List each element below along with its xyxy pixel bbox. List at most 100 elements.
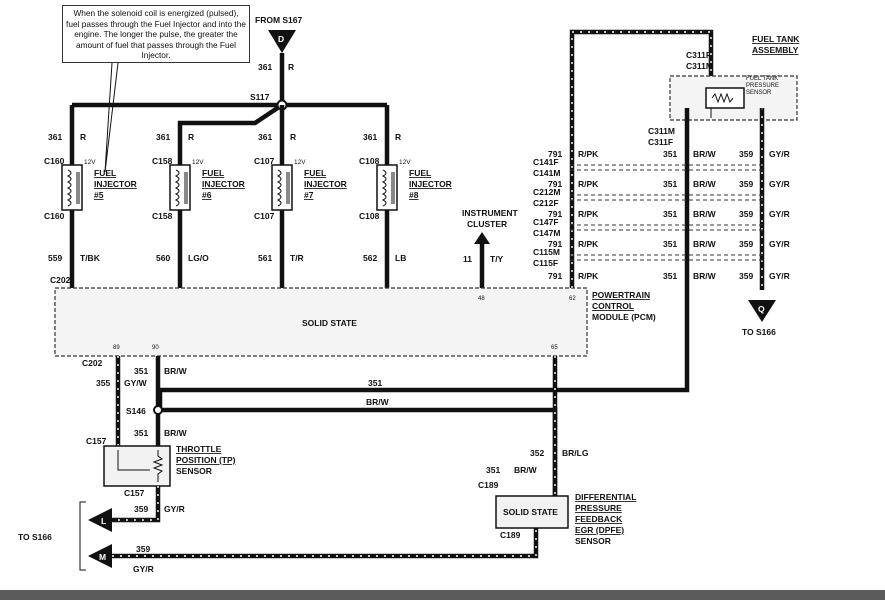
injector-7-line2: INJECTOR (304, 179, 347, 189)
injector-5-out-num: 559 (48, 253, 62, 263)
tp-line2: POSITION (TP) (176, 455, 236, 465)
tank-title2: ASSEMBLY (752, 45, 799, 55)
injector-6-out-num: 560 (156, 253, 170, 263)
injector-6-in-color: R (188, 132, 194, 142)
instrument-line1: INSTRUMENT (462, 208, 519, 218)
injector-8-line2: INJECTOR (409, 179, 452, 189)
injector-5-out-color: T/BK (80, 253, 101, 263)
tank-resistor-icon (711, 92, 734, 104)
injector-5-coil-icon (66, 169, 72, 207)
injector-6-voltage: 12V (192, 159, 204, 166)
injector-8-line3: #8 (409, 190, 419, 200)
injector-8-coil-icon (381, 169, 387, 207)
connector-d-letter: D (278, 34, 284, 44)
injector-5-line2: INJECTOR (94, 179, 137, 189)
tank-row-4-w3: 359 (739, 271, 753, 281)
tank-row-2-c-bot: C147M (533, 228, 560, 238)
injector-7-coil-icon (276, 169, 282, 207)
dpfe-body-label: SOLID STATE (503, 507, 558, 517)
wire-351b-color: BR/W (164, 428, 188, 438)
injector-8-out-num: 562 (363, 253, 377, 263)
tank-row-3-w3: 359 (739, 239, 753, 249)
injector-8-in-color: R (395, 132, 401, 142)
tank-row-2-c2: BR/W (693, 209, 717, 219)
dpfe-c189-bot: C189 (500, 530, 521, 540)
injectors-group: C160C16012V361R559T/BK73FUELINJECTOR#5C1… (44, 105, 452, 302)
tank-row-2-w2: 351 (663, 209, 677, 219)
injector-7-conn-top: C107 (254, 156, 275, 166)
dpfe-c189-top: C189 (478, 480, 499, 490)
connector-l-triangle (88, 508, 112, 532)
injector-8-voltage: 12V (399, 159, 411, 166)
tank-row-4-c3: GY/R (769, 271, 790, 281)
injector-6-conn-bot: C158 (152, 211, 173, 221)
wire-to-inj6 (177, 103, 284, 165)
callout-note: When the solenoid coil is energized (pul… (62, 5, 250, 63)
dpfe-box (495, 495, 569, 529)
connector-q-letter: Q (758, 304, 765, 314)
wire-351b-num: 351 (134, 428, 148, 438)
pcm-connector-c202: C202 (50, 275, 71, 285)
injector-7-core-icon (286, 172, 290, 204)
wire-361-color: R (288, 62, 294, 72)
tank-row-3-w2: 351 (663, 239, 677, 249)
connector-m-triangle (88, 544, 112, 568)
wire-351a-num: 351 (134, 366, 148, 376)
tank-sensor-line2: PRESSURE (746, 83, 779, 89)
tank-c311m-bot: C311M (648, 126, 675, 136)
tank-row-2-c1: R/PK (578, 209, 599, 219)
tank-title1: FUEL TANK (752, 34, 800, 44)
tank-row-1-w2: 351 (663, 179, 677, 189)
injector-7-out-num: 561 (258, 253, 272, 263)
tank-row-3-c-top: C115M (533, 247, 560, 257)
tp-c157-bot: C157 (124, 488, 145, 498)
injector-5-line3: #5 (94, 190, 104, 200)
dpfe-line3: FEEDBACK (575, 514, 623, 524)
tank-row-1-w1: 791 (548, 179, 562, 189)
injector-5-core-icon (76, 172, 80, 204)
injector-5-line1: FUEL (94, 168, 116, 178)
tank-row-1-c-bot: C212F (533, 198, 559, 208)
tank-row-1-c2: BR/W (693, 179, 717, 189)
wire-355-num: 355 (96, 378, 110, 388)
tank-sensor-line3: SENSOR (746, 90, 772, 96)
instrument-arrow-icon (474, 232, 490, 244)
injector-6-conn-top: C158 (152, 156, 173, 166)
tank-row-0-c-bot: C141M (533, 168, 560, 178)
tank-row-0-w2: 351 (663, 149, 677, 159)
callout-pointer (104, 62, 119, 173)
injector-7-conn-bot: C107 (254, 211, 275, 221)
pcm-name-line3: MODULE (PCM) (592, 312, 656, 322)
wire-351-dpfe-color: BR/W (514, 465, 538, 475)
tank-row-1-c-top: C212M (533, 187, 560, 197)
tank-row-0-w1: 791 (548, 149, 562, 159)
tank-row-1-c3: GY/R (769, 179, 790, 189)
dpfe-line1: DIFFERENTIAL (575, 492, 636, 502)
connector-d-triangle (268, 30, 296, 53)
tp-c157-top: C157 (86, 436, 107, 446)
injector-6-coil-icon (174, 169, 180, 207)
wire-352-color: BR/LG (562, 448, 589, 458)
tp-resistor-icon (117, 450, 164, 482)
wire-791-stripe (571, 31, 712, 288)
injector-7-in-num: 361 (258, 132, 272, 142)
injector-7-voltage: 12V (294, 159, 306, 166)
wire-359-num: 359 (134, 504, 148, 514)
injector-6-line1: FUEL (202, 168, 224, 178)
injector-8-conn-bot: C108 (359, 211, 380, 221)
tank-row-4-c1: R/PK (578, 271, 599, 281)
injector-5-conn-bot: C160 (44, 211, 65, 221)
wire-359-color: GY/R (164, 504, 185, 514)
tank-row-4-w1: 791 (548, 271, 562, 281)
injector-8-in-num: 361 (363, 132, 377, 142)
tank-c311f-bot: C311F (648, 137, 673, 147)
tank-c311f-top: C311F (686, 50, 711, 60)
tank-row-4-c2: BR/W (693, 271, 717, 281)
pcm-name-line1: POWERTRAIN (592, 290, 650, 300)
tank-row-2-w1: 791 (548, 209, 562, 219)
tp-line3: SENSOR (176, 466, 212, 476)
tank-c311m-top: C311M (686, 61, 713, 71)
pcm-pin-89: 89 (113, 345, 120, 351)
